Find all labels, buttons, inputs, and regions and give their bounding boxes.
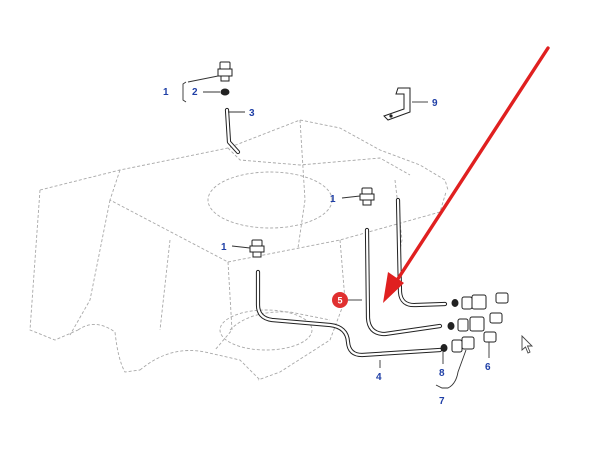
bracket-9 [383, 87, 411, 121]
fitting-1-low [249, 239, 265, 258]
pipe-5b [395, 197, 448, 308]
callout-7: 7 [439, 396, 445, 407]
pipe-4 [255, 269, 443, 358]
fitting-1-top [217, 61, 233, 82]
callout-labels: 1 2 3 9 1 1 4 8 6 7 [163, 87, 491, 407]
mouse-cursor-icon [521, 334, 534, 354]
callout-6: 6 [485, 362, 491, 373]
callout-1-top: 1 [163, 87, 169, 98]
fitting-1-mid [359, 187, 375, 206]
connector-cluster [440, 292, 509, 353]
body-outline [29, 119, 449, 381]
callout-5-label: 5 [337, 296, 342, 306]
callout-1-mid: 1 [330, 194, 336, 205]
callout-1-low: 1 [221, 242, 227, 253]
washer-2 [220, 88, 230, 96]
red-pointer-arrow [383, 46, 550, 303]
callout-3: 3 [249, 108, 255, 119]
callout-8: 8 [439, 368, 445, 379]
leader-lines [182, 75, 490, 389]
pipe-5a [364, 227, 443, 337]
callout-5-badge: 5 [332, 292, 348, 308]
callout-9: 9 [432, 98, 438, 109]
callout-4: 4 [376, 372, 382, 383]
callout-2: 2 [192, 87, 198, 98]
pipe-3 [224, 107, 241, 155]
